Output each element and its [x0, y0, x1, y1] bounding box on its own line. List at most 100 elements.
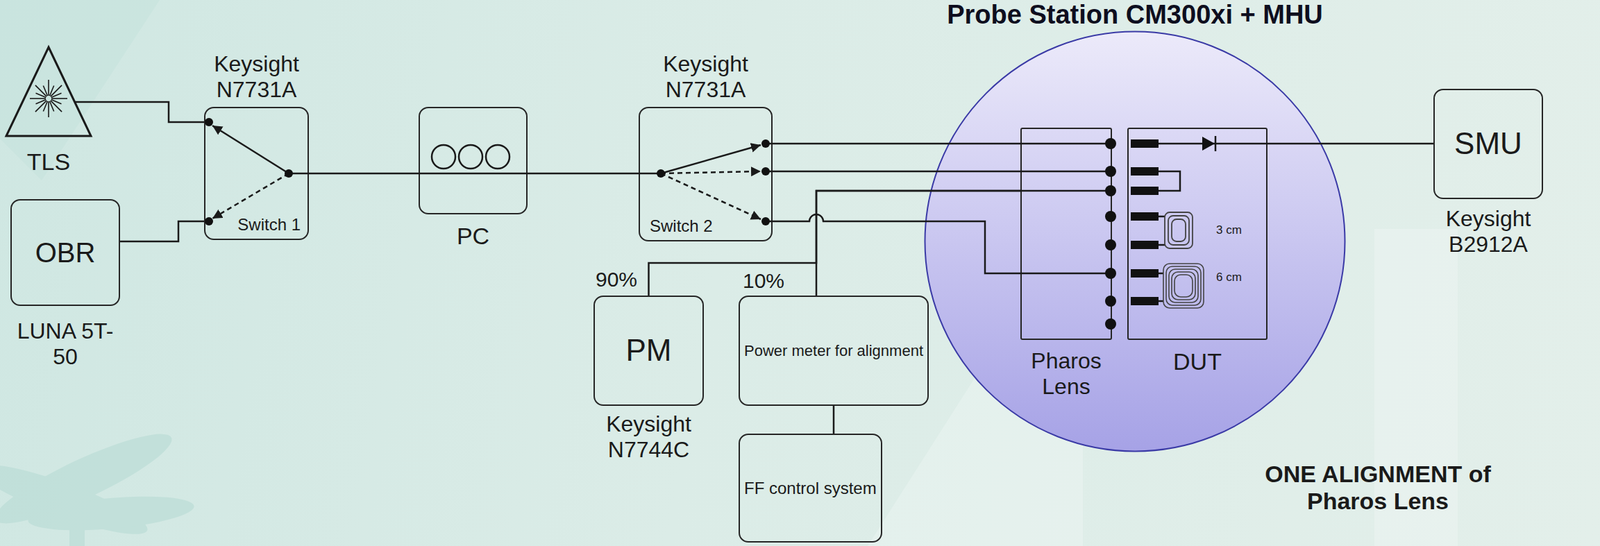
internal-line [212, 125, 289, 174]
spiral-waveguide [1163, 263, 1204, 309]
probe-station-circle: Pharos LensDUTProbe Station CM300xi + MH… [923, 30, 1346, 453]
switch-box: Keysight N7731ASwitch 1 [204, 106, 309, 241]
model-label: LUNA 5T-50 [10, 318, 121, 370]
internal-line [418, 172, 528, 175]
dut-box: DUT [1127, 127, 1268, 341]
instrument-box: PMKeysight N7744C [593, 295, 704, 407]
spiral-waveguide [1166, 266, 1201, 306]
port-dot [1105, 138, 1117, 150]
fiber-loop [431, 145, 456, 169]
internal-line [1020, 272, 1110, 275]
grating-coupler [1130, 297, 1159, 306]
port-dot [761, 217, 770, 226]
station-circle [925, 31, 1346, 452]
node-illustration [1020, 127, 1113, 341]
box-label: Switch 2 [649, 216, 713, 237]
note-text: ONE ALIGNMENT of Pharos Lens [1259, 460, 1496, 516]
internal-line [1158, 215, 1165, 218]
box-label: FF control system [744, 478, 877, 499]
box-label: SMU [1454, 126, 1523, 162]
split-ratio: 10% [742, 269, 785, 294]
instrument-box: SMUKeysight B2912A [1433, 88, 1544, 200]
box-label: PM [626, 333, 672, 369]
palm-decor [0, 419, 196, 546]
port-dot [1105, 239, 1117, 251]
spiral-waveguide [1174, 274, 1193, 298]
spiral-waveguide [1171, 272, 1196, 300]
model-label: Keysight N7731A [204, 51, 309, 103]
grating-coupler [1130, 240, 1159, 250]
internal-line [1020, 170, 1110, 173]
laser-burst [47, 79, 50, 96]
internal-line [1158, 299, 1164, 302]
port-dot [284, 169, 293, 178]
internal-line [1158, 243, 1165, 246]
decor-shape [0, 0, 160, 181]
fiber-connector [816, 190, 1021, 296]
port-dot [204, 217, 214, 226]
grating-coupler [1130, 167, 1159, 176]
fiber-connector [772, 170, 1021, 173]
internal-line [660, 145, 761, 174]
instrument-box: Power meter for alignment [738, 295, 929, 407]
spiral-waveguide [1164, 212, 1193, 249]
internal-line [1158, 272, 1164, 275]
laser-triangle [6, 47, 91, 137]
laser-burst [51, 93, 62, 98]
fiber-connector [772, 142, 1021, 146]
laser-burst [49, 101, 55, 112]
box-label: Power meter for alignment [744, 342, 924, 360]
box-label: PC [418, 222, 528, 250]
source-name: TLS [4, 148, 93, 176]
laser-burst [29, 97, 46, 100]
box-label: OBR [35, 236, 96, 269]
fiber-connector [308, 172, 419, 175]
node-illustration [1127, 127, 1268, 341]
spiral-waveguide [1168, 215, 1190, 246]
box-label: DUT [1127, 348, 1268, 376]
grating-coupler [1130, 139, 1159, 148]
control-box: FF control system [738, 433, 883, 543]
grating-coupler [1130, 269, 1159, 278]
node-illustration [418, 106, 528, 215]
model-label: Keysight B2912A [1411, 206, 1565, 258]
fiber-connector [1267, 142, 1434, 146]
laser-burst [51, 97, 68, 100]
split-ratio: 90% [595, 267, 638, 293]
fiber-connector [832, 406, 836, 434]
internal-line [1020, 189, 1110, 192]
fiber-connector [772, 214, 1021, 274]
laser-burst [36, 99, 47, 105]
port-dot [1105, 185, 1117, 197]
port-dot [656, 169, 665, 178]
fiber-loop [458, 145, 483, 169]
station-title: Probe Station CM300xi + MHU [850, 0, 1420, 31]
internal-line [212, 173, 289, 219]
port-dot [1105, 267, 1117, 280]
node-illustration [4, 45, 93, 138]
switch-box: Keysight N7731ASwitch 2 [638, 106, 773, 242]
length-label: 6 cm [1216, 270, 1242, 285]
model-label: Keysight N7731A [638, 51, 773, 103]
lens-box: Pharos Lens [1020, 127, 1113, 341]
internal-line [1214, 136, 1217, 152]
polarization-controller: PC [418, 106, 528, 215]
fiber-connector [74, 102, 205, 123]
instrument-box: OBRLUNA 5T-50 [10, 199, 121, 307]
port-dot [1105, 165, 1117, 178]
box-label: Switch 1 [237, 215, 301, 235]
fiber-connector [649, 190, 1022, 296]
internal-line [660, 171, 761, 174]
fiber-loop [485, 145, 510, 169]
length-label: 3 cm [1216, 223, 1242, 238]
loopback-waveguide [1158, 171, 1181, 191]
port-dot [761, 139, 770, 148]
port-dot [204, 118, 214, 127]
port-dot [761, 167, 770, 176]
box-label: Pharos Lens [1020, 348, 1113, 400]
port-dot [1105, 318, 1117, 330]
port-dot [1105, 295, 1117, 307]
model-label: Keysight N7744C [593, 411, 704, 463]
grating-coupler [1130, 212, 1159, 221]
grating-coupler [1130, 186, 1159, 196]
